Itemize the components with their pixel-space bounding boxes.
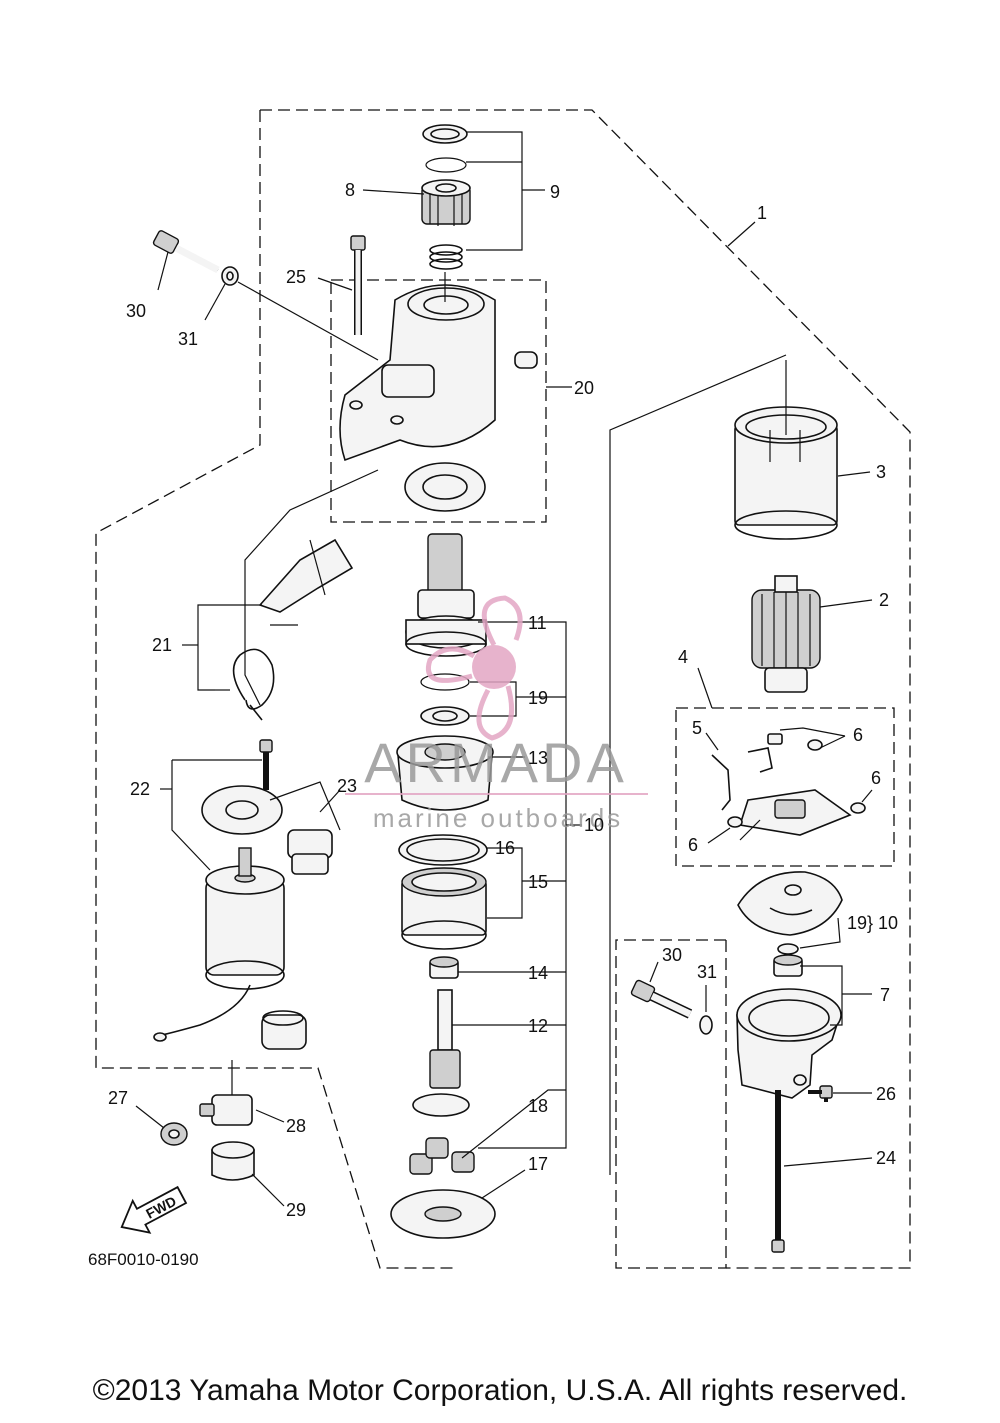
assembly-outlines <box>95 109 911 1269</box>
copyright-notice: ©2013 Yamaha Motor Corporation, U.S.A. A… <box>92 1374 908 1407</box>
callout-11: 11 <box>528 613 547 633</box>
callout-25: 25 <box>286 267 306 287</box>
bolt-top-left <box>152 230 220 274</box>
rear-cover <box>736 988 842 1099</box>
gasket-16 <box>398 834 488 866</box>
lever-spring <box>232 648 275 721</box>
solenoid-lead <box>153 984 251 1042</box>
callout-24: 24 <box>876 1148 896 1168</box>
solenoid <box>205 847 285 990</box>
brush-holder <box>711 733 866 836</box>
callout-6-top: 6 <box>853 725 863 745</box>
rear-bushing <box>773 954 803 977</box>
callout-21: 21 <box>152 635 172 655</box>
callout-19-rear: 19 <box>847 913 867 933</box>
washer-19-rear <box>777 943 799 955</box>
callout-labels: 1 8 9 30 31 25 20 3 2 11 21 4 19 5 6 13 … <box>108 180 898 1220</box>
internal-gear <box>401 867 487 950</box>
callout-16: 16 <box>495 838 515 858</box>
callout-30-right: 30 <box>662 945 682 965</box>
planet-gears <box>409 1137 475 1175</box>
front-housing <box>339 284 538 462</box>
bolt-right <box>630 979 693 1019</box>
screw-26 <box>808 1085 833 1102</box>
washer-right <box>699 1015 713 1035</box>
cover-29 <box>211 1141 255 1181</box>
solenoid-screw <box>259 739 273 790</box>
callout-15: 15 <box>528 872 548 892</box>
parts <box>152 124 866 1253</box>
solenoid-plate <box>201 785 283 835</box>
callout-8: 8 <box>345 180 355 200</box>
watermark-logo: ARMADA marine outboards <box>345 595 648 833</box>
callout-30-top: 30 <box>126 301 146 321</box>
callout-18: 18 <box>528 1096 548 1116</box>
callout-26: 26 <box>876 1084 896 1104</box>
callout-2: 2 <box>879 590 889 610</box>
leader-lines <box>135 131 873 1207</box>
brush-plate <box>737 871 843 936</box>
callout-31-top: 31 <box>178 329 198 349</box>
callout-7: 7 <box>880 985 890 1005</box>
callout-14: 14 <box>528 963 548 983</box>
terminal-28 <box>199 1094 253 1126</box>
through-bolt-24 <box>771 1090 785 1253</box>
callout-10-center: 10 <box>584 815 604 835</box>
plate-17 <box>390 1189 496 1239</box>
callout-29: 29 <box>286 1200 306 1220</box>
grommet-lower <box>261 1010 307 1050</box>
bushing-14 <box>429 956 459 979</box>
pinion-stop-ring <box>422 124 468 144</box>
callout-17: 17 <box>528 1154 548 1174</box>
gear-housing <box>396 735 494 811</box>
fwd-arrow-icon: FWD <box>120 1185 188 1234</box>
planetary-shaft <box>412 989 470 1117</box>
callout-9: 9 <box>550 182 560 202</box>
nut-27 <box>160 1122 188 1146</box>
callout-6-right: 6 <box>871 768 881 788</box>
callout-6-bottom: 6 <box>688 835 698 855</box>
callout-10-rear: 10 <box>878 913 898 933</box>
propeller-icon <box>426 595 523 741</box>
shift-lever <box>258 538 354 613</box>
front-bearing <box>404 462 486 512</box>
pinion-clip <box>425 157 467 173</box>
callout-1: 1 <box>757 203 767 223</box>
watermark-brand: ARMADA <box>364 731 628 794</box>
callout-23: 23 <box>337 776 357 796</box>
callout-4: 4 <box>678 647 688 667</box>
callout-bracket: } <box>867 913 873 933</box>
callout-19-center: 19 <box>528 688 548 708</box>
pinion-spring <box>429 244 463 270</box>
through-bolt-25 <box>350 235 366 335</box>
drive-shaft-gear <box>405 533 487 657</box>
callout-13: 13 <box>528 748 548 768</box>
grommet-23 <box>287 829 333 875</box>
drawing-code: 68F0010-0190 <box>88 1250 199 1269</box>
callout-27: 27 <box>108 1088 128 1108</box>
washer-top-left <box>221 266 239 286</box>
pinion-gear <box>421 179 471 226</box>
callout-31-right: 31 <box>697 962 717 982</box>
callout-20: 20 <box>574 378 594 398</box>
armature <box>751 575 821 693</box>
callout-12: 12 <box>528 1016 548 1036</box>
callout-5: 5 <box>692 718 702 738</box>
callout-3: 3 <box>876 462 886 482</box>
callout-22: 22 <box>130 779 150 799</box>
callout-28: 28 <box>286 1116 306 1136</box>
clip-19 <box>420 673 470 691</box>
washer-19 <box>420 706 470 726</box>
watermark-tagline: marine outboards <box>373 803 623 833</box>
